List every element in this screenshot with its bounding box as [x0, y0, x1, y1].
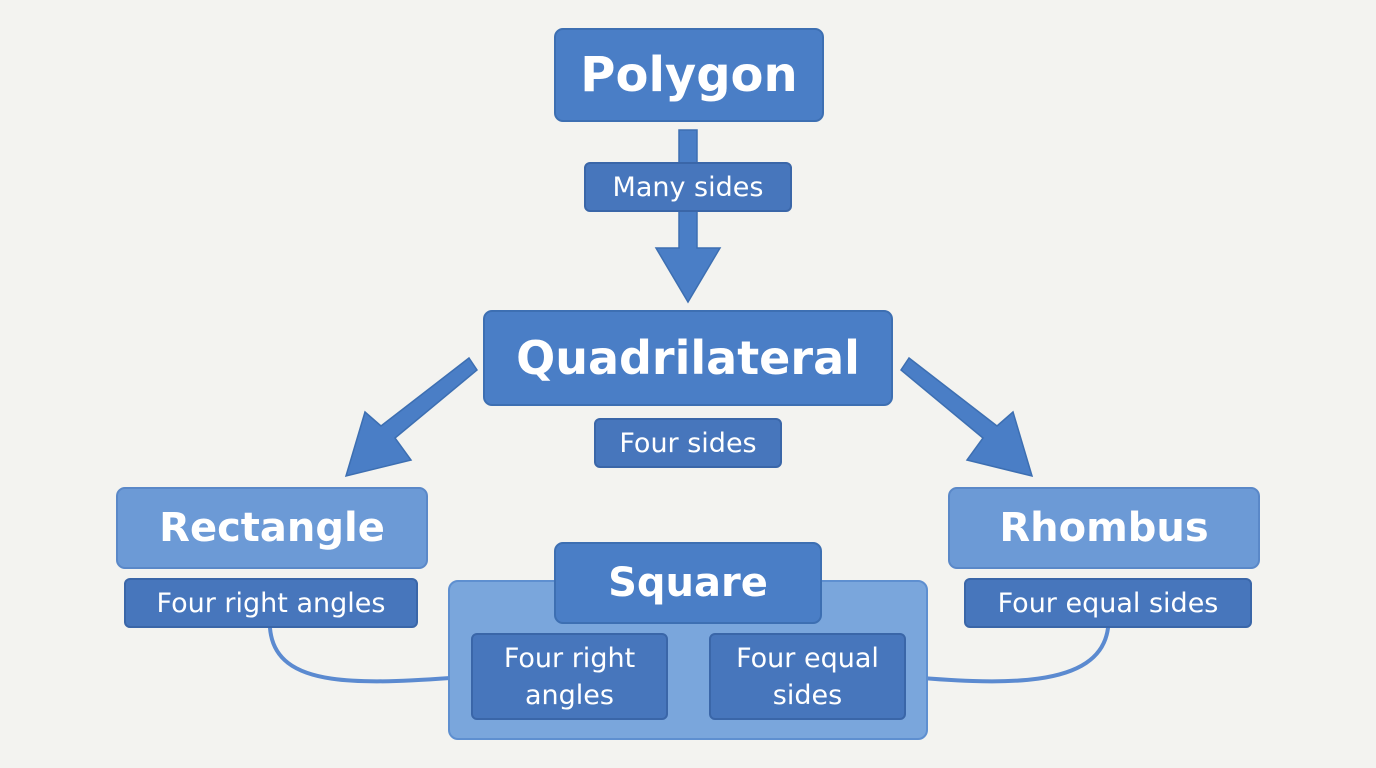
arrow-polygon-to-quadrilateral	[654, 129, 722, 304]
rectangle-property-label: Four right angles	[124, 578, 418, 628]
square-right-angles-label: Four right angles	[471, 633, 668, 720]
square-equal-sides-label: Four equal sides	[709, 633, 906, 720]
square-node: Square	[554, 542, 822, 624]
arrow-quadrilateral-to-rhombus	[900, 356, 1034, 478]
rhombus-property-label: Four equal sides	[964, 578, 1252, 628]
polygon-node: Polygon	[554, 28, 824, 122]
many-sides-label: Many sides	[584, 162, 792, 212]
connector-rectangle-to-square	[268, 626, 480, 684]
arrow-quadrilateral-to-rectangle	[344, 356, 478, 478]
quadrilateral-node: Quadrilateral	[483, 310, 893, 406]
connector-rhombus-to-square	[896, 626, 1110, 684]
rhombus-node: Rhombus	[948, 487, 1260, 569]
four-sides-label: Four sides	[594, 418, 782, 468]
rectangle-node: Rectangle	[116, 487, 428, 569]
